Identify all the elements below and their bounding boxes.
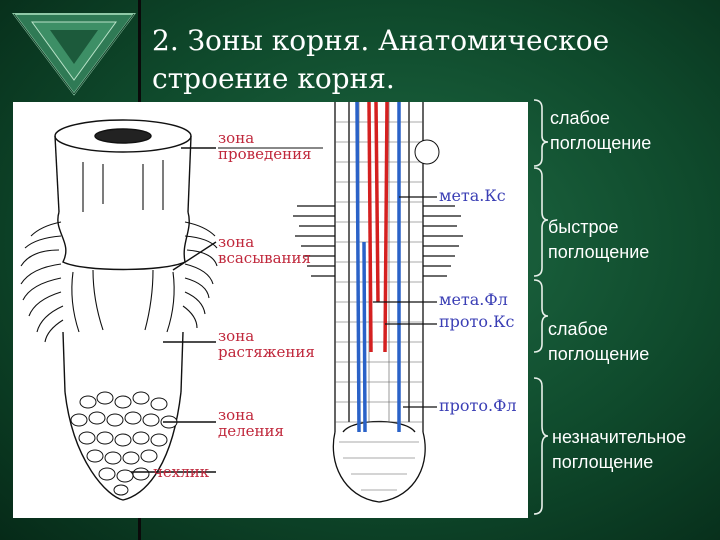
absorption-level-4: незначительное поглощение [552,425,686,475]
absorption-level-2: быстрое поглощение [548,215,649,265]
absorption-level-3: слабое поглощение [548,317,649,367]
absorption-level-1: слабое поглощение [550,106,651,156]
